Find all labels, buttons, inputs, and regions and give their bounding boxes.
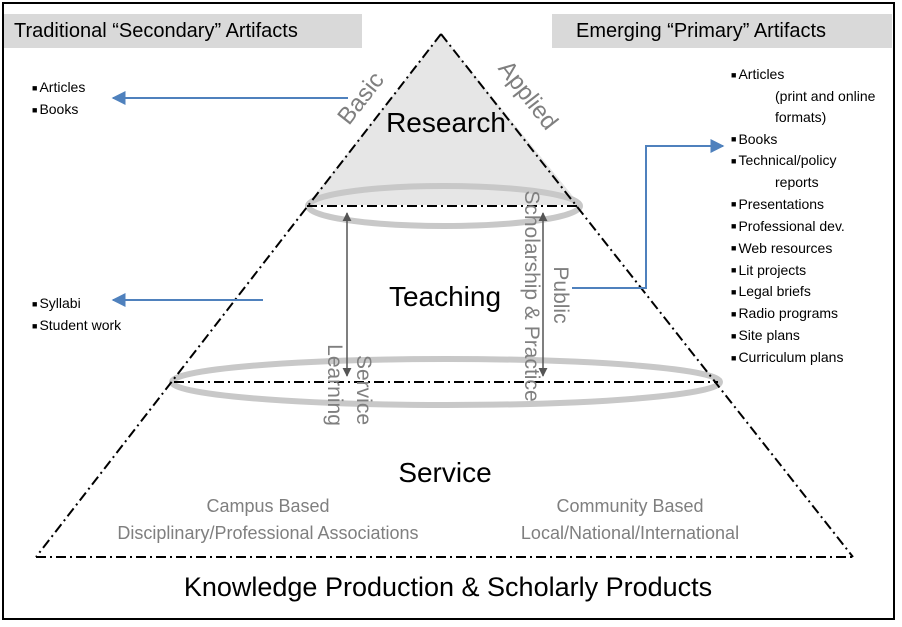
bullet-icon: ■ [731,134,737,145]
list-item: ■Articles [32,79,86,95]
bullet-icon: ■ [32,104,38,115]
list-item: ■Technical/policy [731,152,837,169]
disciplinary-associations-label: Disciplinary/Professional Associations [117,523,418,543]
scholarship-practice-label: Scholarship & Practice [520,190,543,401]
bullet-icon: ■ [731,221,737,232]
bullet-icon: ■ [731,352,737,363]
community-based-label: Community Based [556,496,703,516]
service-learning-learning-label: Learning [323,344,346,426]
footer-title: Knowledge Production & Scholarly Product… [184,572,712,602]
local-national-international-label: Local/National/International [521,523,739,543]
bullet-icon: ■ [731,309,737,320]
list-item: ■Radio programs [731,305,839,322]
teaching-label: Teaching [389,281,501,312]
bullet-icon: ■ [32,320,38,331]
list-item: ■Student work [32,317,122,334]
list-item: ■Professional dev. [731,217,845,234]
bullet-icon: ■ [731,243,737,254]
service-label: Service [398,457,491,488]
list-item: ■Legal briefs [731,283,811,300]
bullet-icon: ■ [731,156,737,167]
bullet-icon: ■ [32,82,38,93]
bullet-icon: ■ [731,330,737,341]
list-item: ■Syllabi [32,295,81,311]
primary-artifacts-header: Emerging “Primary” Artifacts [552,14,892,48]
list-item-continuation: formats) [775,109,827,126]
diagram-frame [2,2,895,620]
bullet-icon: ■ [731,287,737,298]
list-item: ■Curriculum plans [731,349,844,366]
list-item: ■Web resources [731,239,833,256]
research-label: Research [386,107,506,138]
public-label: Public [549,266,572,323]
list-item: ■Site plans [731,327,800,344]
bullet-icon: ■ [731,199,737,210]
pyramid-outline [35,33,854,558]
list-item: ■Lit projects [731,261,807,278]
teaching-service-ring [169,356,723,408]
list-item-continuation: reports [775,174,819,191]
bullet-icon: ■ [32,298,38,309]
research-tier-fill [307,34,580,205]
list-item-continuation: (print and online [775,87,876,104]
bullet-icon: ■ [731,265,737,276]
service-learning-service-label: Service [352,355,375,425]
secondary-artifacts-header: Traditional “Secondary” Artifacts [4,14,362,48]
list-item: ■Books [731,130,778,147]
primary-artifacts-list: ■Articles (print and online formats) ■Books… [731,64,875,369]
campus-based-label: Campus Based [206,496,329,516]
bullet-icon: ■ [731,69,737,80]
list-item: ■Presentations [731,195,825,212]
list-item: ■Articles [731,66,785,82]
public-primary-arrow [572,139,725,289]
research-secondary-list: ■Articles ■Books [32,77,85,121]
teaching-secondary-list: ■Syllabi ■Student work [32,293,121,337]
list-item: ■Books [32,101,79,118]
